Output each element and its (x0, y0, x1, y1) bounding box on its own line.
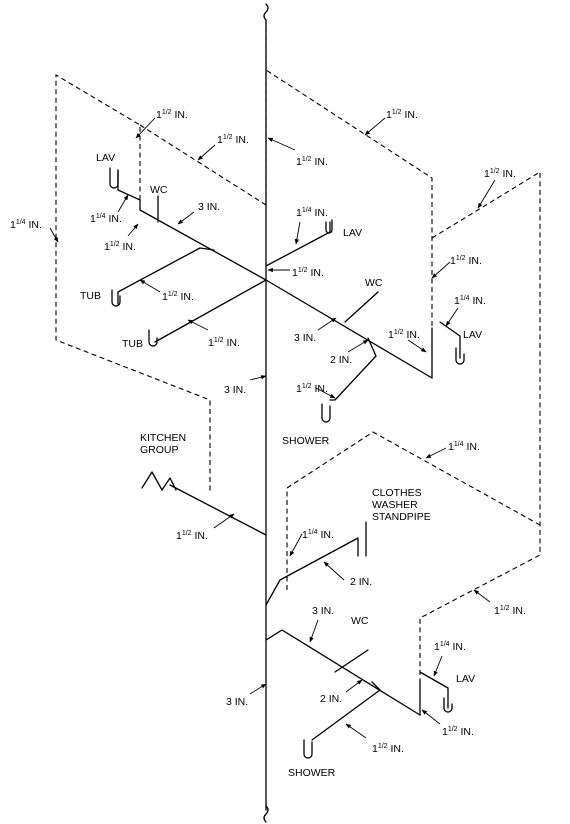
size-label-one-half: 11/2 IN. (296, 156, 328, 168)
size-label-one-half: 11/2 IN. (484, 168, 516, 180)
size-label-three: 3 IN. (312, 605, 334, 617)
size-label-three: 3 IN. (224, 384, 246, 396)
size-label-two: 2 IN. (320, 693, 342, 705)
size-label-one-half: 11/2 IN. (388, 329, 420, 341)
size-label-one-half: 11/2 IN. (442, 726, 474, 738)
size-label-one-half: 11/2 IN. (296, 383, 328, 395)
lav-trap-right (325, 219, 333, 234)
size-label-one-half: 11/2 IN. (162, 291, 194, 303)
label-tub: TUB (122, 338, 143, 350)
size-label-one-half: 11/2 IN. (372, 743, 404, 755)
tub-trap-2 (148, 329, 158, 347)
size-label-one-quarter: 11/4 IN. (454, 295, 486, 307)
label-shower: SHOWER (282, 435, 330, 447)
break-symbol-bottom (263, 805, 269, 823)
size-label-one-half: 11/2 IN. (176, 530, 208, 542)
size-label-three: 3 IN. (226, 696, 248, 708)
label-kitchen-group: KITCHEN GROUP (140, 432, 189, 456)
size-label-one-half: 11/2 IN. (386, 109, 418, 121)
label-wc: WC (351, 615, 369, 627)
break-symbol-top (263, 3, 269, 21)
label-wc: WC (365, 277, 383, 289)
label-tub: TUB (80, 290, 101, 302)
shower-trap-upper (321, 403, 331, 423)
vent-piping (55, 20, 541, 680)
size-label-one-quarter: 11/4 IN. (90, 213, 122, 225)
size-label-one-quarter: 11/4 IN. (448, 441, 480, 453)
size-label-one-half: 11/2 IN. (450, 255, 482, 267)
label-lav: LAV (456, 673, 475, 685)
label-lav: LAV (463, 329, 482, 341)
size-label-one-half: 11/2 IN. (292, 267, 324, 279)
drain-piping (109, 167, 465, 759)
size-label-one-quarter: 11/4 IN. (10, 219, 42, 231)
size-label-one-half: 11/2 IN. (208, 337, 240, 349)
tub-trap (111, 289, 121, 307)
shower-trap-lower (303, 739, 313, 759)
lav-trap-left (109, 167, 119, 189)
size-label-three: 3 IN. (294, 332, 316, 344)
label-shower: SHOWER (288, 767, 336, 779)
lav-trap-r2 (455, 347, 465, 365)
fixture-labels: LAV WC LAV TUB WC TUB LAV SHOWER KITCHEN… (80, 152, 482, 779)
label-wc: WC (150, 184, 168, 196)
size-labels: 11/2 IN. 11/2 IN. 11/2 IN. 11/2 IN. 11/2… (10, 109, 526, 755)
size-label-one-quarter: 11/4 IN. (434, 641, 466, 653)
size-label-two: 2 IN. (350, 576, 372, 588)
lav-trap-lower (443, 697, 453, 713)
size-label-one-half: 11/2 IN. (104, 241, 136, 253)
size-label-one-quarter: 11/4 IN. (302, 529, 334, 541)
size-label-one-half: 11/2 IN. (156, 109, 188, 121)
label-lav: LAV (96, 152, 115, 164)
label-lav: LAV (343, 227, 362, 239)
label-clothes-washer-standpipe: CLOTHES WASHER STANDPIPE (372, 487, 431, 523)
size-label-two: 2 IN. (330, 354, 352, 366)
leader-arrows (49, 117, 496, 739)
size-label-three: 3 IN. (198, 201, 220, 213)
size-label-one-quarter: 11/4 IN. (296, 207, 328, 219)
size-label-one-half: 11/2 IN. (217, 134, 249, 146)
size-label-one-half: 11/2 IN. (494, 605, 526, 617)
